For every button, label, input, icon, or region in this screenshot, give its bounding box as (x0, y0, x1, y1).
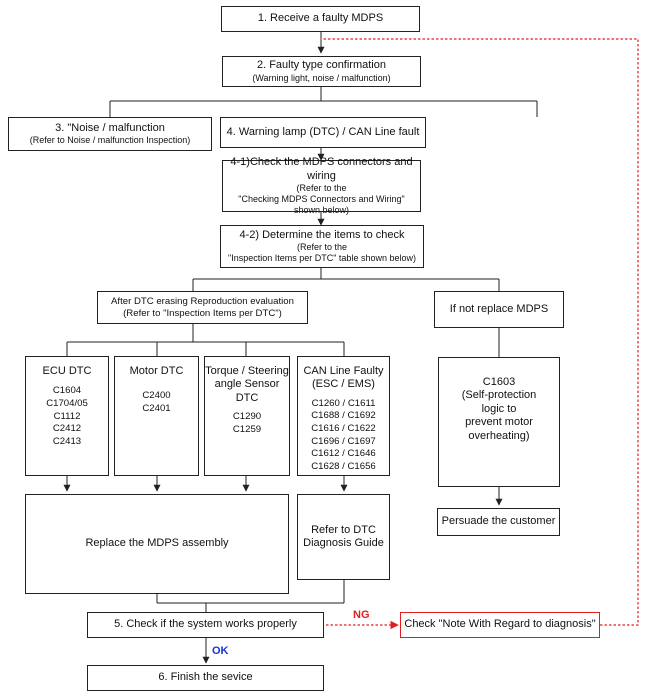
persuade-customer: Persuade the customer (437, 508, 560, 536)
step-3-noise: 3. "Noise / malfunction (Refer to Noise … (8, 117, 212, 151)
loop-back-path (321, 38, 639, 626)
note-diagnosis-box: Check "Note With Regard to diagnosis" (400, 612, 600, 638)
can-dtc-codes: C1260 / C1611 C1688 / C1692 C1616 / C162… (311, 397, 376, 473)
replace-mdps-assembly: Replace the MDPS assembly (25, 494, 289, 594)
step-5-check-system: 5. Check if the system works properly (87, 612, 324, 638)
step-6-finish: 6. Finish the sevice (87, 665, 324, 691)
step-4-2-determine-items: 4-2) Determine the items to check (Refer… (220, 225, 424, 268)
step-1-receive: 1. Receive a faulty MDPS (221, 6, 420, 32)
torque-sensor-dtc-box: Torque / Steering angle Sensor DTC C1290… (204, 356, 290, 476)
step-4-1-check-connectors: 4-1)Check the MDPS connectors and wiring… (222, 156, 421, 215)
after-dtc-erasing: After DTC erasing Reproduction evaluatio… (97, 291, 308, 324)
motor-dtc-codes: C2400 C2401 (142, 390, 171, 415)
refer-dtc-diagnosis-guide: Refer to DTC Diagnosis Guide (297, 494, 390, 580)
can-line-faulty-box: CAN Line Faulty (ESC / EMS) C1260 / C161… (297, 356, 390, 476)
motor-dtc-box: Motor DTC C2400 C2401 (114, 356, 199, 476)
ng-label: NG (353, 609, 370, 621)
c1603-box: C1603 (Self-protection logic to prevent … (438, 357, 560, 487)
step-4-warning-lamp: 4. Warning lamp (DTC) / CAN Line fault (220, 117, 426, 148)
ecu-dtc-box: ECU DTC C1604 C1704/05 C1112 C2412 C2413 (25, 356, 109, 476)
torque-dtc-codes: C1290 C1259 (232, 411, 262, 435)
ecu-dtc-codes: C1604 C1704/05 C1112 C2412 C2413 (46, 385, 88, 448)
ok-label: OK (212, 645, 229, 657)
step-2-faulty-type: 2. Faulty type confirmation (Warning lig… (222, 56, 421, 87)
if-not-replace-mdps: If not replace MDPS (434, 291, 564, 328)
